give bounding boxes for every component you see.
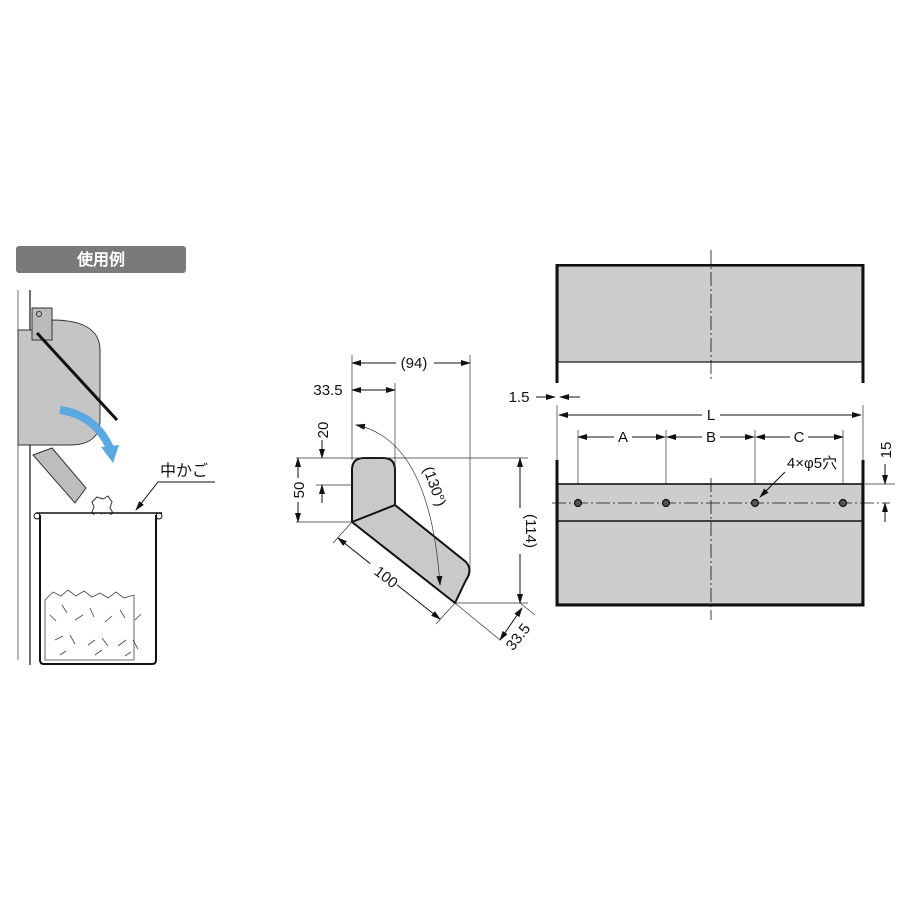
dim-1-5: 1.5: [509, 389, 530, 406]
arrow-head-icon: [101, 445, 119, 463]
bracket-profile: [351, 457, 471, 605]
cabinet-body: [17, 319, 101, 446]
mount-bracket: [31, 307, 53, 341]
dim-33-5-end: 33.5: [503, 620, 534, 653]
top-view-plate: [557, 265, 863, 363]
mounting-holes: [573, 498, 848, 508]
usage-header-box: [16, 246, 186, 273]
screw-icon: [36, 311, 42, 317]
dim-20: 20: [315, 422, 332, 439]
dim-l: L: [707, 407, 715, 424]
usage-example: 使用例 中かご: [16, 246, 215, 665]
basket-leader: [135, 481, 215, 511]
hole-icon: [750, 498, 760, 508]
side-view: (94) 33.5 20 50 (114) (130°) 100 33.5: [290, 354, 539, 654]
dim-15: 15: [878, 442, 895, 459]
dim-b: B: [706, 429, 716, 446]
paper-waste: [44, 589, 142, 661]
hole-icon: [661, 498, 671, 508]
dim-c: C: [794, 429, 805, 446]
flow-arrow: [59, 406, 114, 450]
paper-ball: [91, 495, 114, 519]
basket-label: 中かご: [160, 462, 208, 480]
front-view-plate: [557, 483, 863, 605]
dim-50: 50: [291, 482, 308, 499]
hole-icon: [838, 498, 848, 508]
dim-33-5-top: 33.5: [313, 382, 342, 399]
usage-header: 使用例: [76, 250, 125, 269]
dim-94: (94): [401, 355, 428, 372]
dim-a: A: [618, 429, 628, 446]
chute: [32, 447, 87, 504]
front-view: 1.5 L A B C 4×φ5穴: [509, 250, 895, 620]
basket-handle-left: [33, 512, 41, 520]
hole-leader: [759, 471, 786, 498]
hole-note: 4×φ5穴: [787, 455, 837, 472]
basket-handle-right: [155, 512, 163, 520]
flap-rod: [35, 331, 119, 422]
hole-icon: [573, 498, 583, 508]
dim-114: (114): [522, 514, 539, 548]
